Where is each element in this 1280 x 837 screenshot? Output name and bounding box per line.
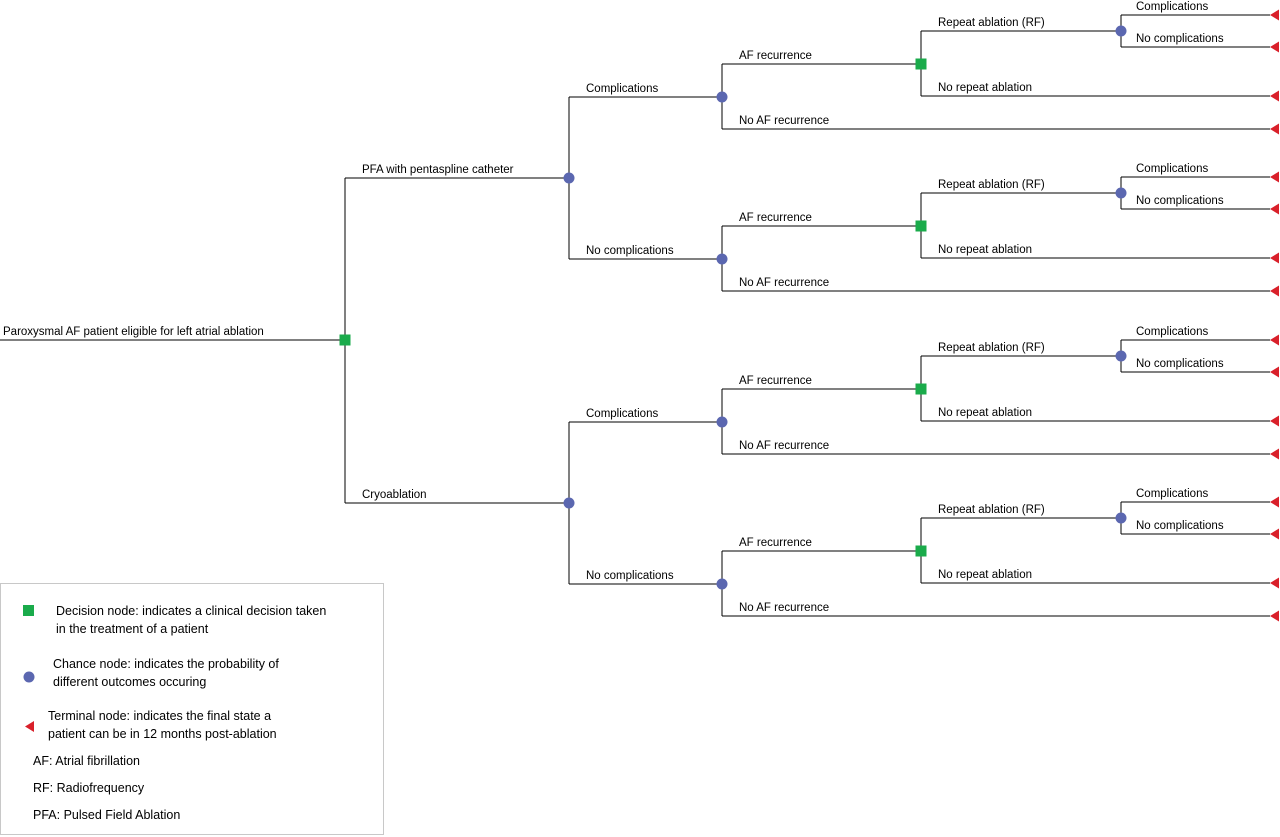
branch-label: No AF recurrence — [739, 440, 829, 452]
branch-label: No complications — [586, 570, 674, 582]
legend: Decision node: indicates a clinical deci… — [0, 583, 384, 835]
branch-label: Complications — [1136, 488, 1208, 500]
terminal-node — [1270, 90, 1279, 102]
terminal-node — [1270, 203, 1279, 215]
legend-abbr-af: AF: Atrial fibrillation — [33, 754, 140, 768]
branch-label: Complications — [1136, 1, 1208, 13]
branch-label: No repeat ablation — [938, 82, 1032, 94]
chance-node — [716, 91, 728, 103]
terminal-node — [1270, 528, 1279, 540]
branch-label: No complications — [1136, 195, 1224, 207]
terminal-node — [1270, 415, 1279, 427]
terminal-node — [1270, 496, 1279, 508]
chance-node — [716, 416, 728, 428]
branch-label: Repeat ablation (RF) — [938, 17, 1045, 29]
chance-node — [1115, 187, 1127, 199]
branch-label: No repeat ablation — [938, 569, 1032, 581]
branch-label: AF recurrence — [739, 50, 812, 62]
chance-node — [1115, 25, 1127, 37]
terminal-node — [1270, 334, 1279, 346]
decision-node — [339, 334, 351, 346]
chance-node — [563, 497, 575, 509]
chance-node — [716, 253, 728, 265]
branch-label: No AF recurrence — [739, 602, 829, 614]
branch-label: Repeat ablation (RF) — [938, 342, 1045, 354]
branch-label: AF recurrence — [739, 375, 812, 387]
decision-node — [915, 220, 927, 232]
branch-label: No complications — [1136, 520, 1224, 532]
branch-label: Repeat ablation (RF) — [938, 504, 1045, 516]
branch-label: No complications — [586, 245, 674, 257]
terminal-node — [1270, 448, 1279, 460]
branch-label: Paroxysmal AF patient eligible for left … — [3, 326, 264, 338]
legend-chance-line2: different outcomes occuring — [53, 675, 207, 689]
branch-label: No AF recurrence — [739, 277, 829, 289]
legend-abbr-rf: RF: Radiofrequency — [33, 781, 145, 795]
terminal-node — [1270, 9, 1279, 21]
branch-label: No repeat ablation — [938, 407, 1032, 419]
chance-node-legend-icon — [23, 671, 35, 683]
terminal-node-legend-icon — [25, 721, 34, 732]
decision-node — [915, 58, 927, 70]
legend-terminal-line1: Terminal node: indicates the final state… — [48, 709, 272, 723]
terminal-node — [1270, 41, 1279, 53]
chance-node — [1115, 512, 1127, 524]
terminal-node — [1270, 610, 1279, 622]
decision-node-legend-icon — [23, 605, 34, 616]
legend-chance-line1: Chance node: indicates the probability o… — [53, 657, 279, 671]
branch-label: PFA with pentaspline catheter — [362, 164, 514, 176]
terminal-node — [1270, 252, 1279, 264]
legend-decision-line2: in the treatment of a patient — [56, 622, 209, 636]
branch-label: No repeat ablation — [938, 244, 1032, 256]
terminal-node — [1270, 366, 1279, 378]
branch-label: AF recurrence — [739, 212, 812, 224]
branch-label: Complications — [1136, 326, 1208, 338]
branch-label: Repeat ablation (RF) — [938, 179, 1045, 191]
terminal-node — [1270, 123, 1279, 135]
legend-abbr-pfa: PFA: Pulsed Field Ablation — [33, 808, 181, 822]
branch-label: Complications — [586, 83, 658, 95]
terminal-node — [1270, 285, 1279, 297]
chance-node — [1115, 350, 1127, 362]
branch-label: No complications — [1136, 358, 1224, 370]
branch-label: Complications — [586, 408, 658, 420]
decision-node — [915, 545, 927, 557]
decision-node — [915, 383, 927, 395]
branch-label: No AF recurrence — [739, 115, 829, 127]
terminal-node — [1270, 171, 1279, 183]
chance-node — [563, 172, 575, 184]
branch-label: No complications — [1136, 33, 1224, 45]
branch-label: AF recurrence — [739, 537, 812, 549]
legend-decision-line1: Decision node: indicates a clinical deci… — [56, 604, 327, 618]
branch-label: Complications — [1136, 163, 1208, 175]
branch-label: Cryoablation — [362, 489, 427, 501]
chance-node — [716, 578, 728, 590]
legend-terminal-line2: patient can be in 12 months post-ablatio… — [48, 727, 277, 741]
terminal-node — [1270, 577, 1279, 589]
